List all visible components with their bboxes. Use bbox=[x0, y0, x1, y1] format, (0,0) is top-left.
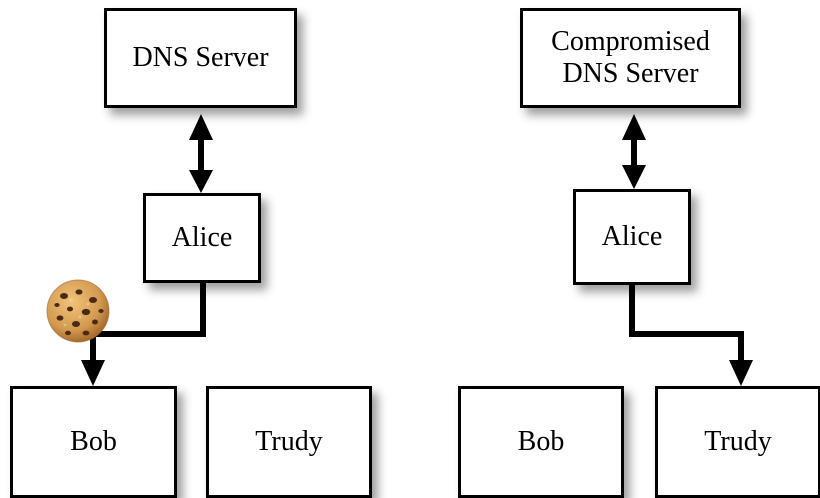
left-dns-server-node: DNS Server bbox=[104, 8, 297, 108]
right-trudy-node: Trudy bbox=[655, 386, 820, 498]
right-dns-alice-arrow bbox=[622, 114, 646, 189]
left-trudy-label: Trudy bbox=[255, 426, 323, 457]
right-bob-label: Bob bbox=[517, 426, 565, 457]
left-alice-label: Alice bbox=[171, 222, 233, 253]
right-compromised-dns-server-node: Compromised DNS Server bbox=[520, 8, 741, 108]
cookie-icon bbox=[46, 279, 110, 343]
left-bob-node: Bob bbox=[10, 386, 177, 498]
right-trudy-label: Trudy bbox=[704, 426, 772, 457]
right-alice-trudy-arrow bbox=[629, 285, 753, 386]
left-dns-server-label: DNS Server bbox=[132, 42, 269, 73]
left-alice-node: Alice bbox=[143, 193, 261, 283]
right-dns-server-label-line1: Compromised bbox=[551, 26, 710, 57]
right-dns-server-label-line2: DNS Server bbox=[562, 58, 699, 89]
right-alice-node: Alice bbox=[573, 189, 691, 285]
right-alice-label: Alice bbox=[601, 221, 663, 252]
left-bob-label: Bob bbox=[70, 426, 117, 457]
left-trudy-node: Trudy bbox=[206, 386, 372, 498]
left-alice-bob-arrow bbox=[81, 283, 206, 386]
left-dns-alice-arrow bbox=[189, 114, 213, 193]
right-bob-node: Bob bbox=[458, 386, 624, 498]
